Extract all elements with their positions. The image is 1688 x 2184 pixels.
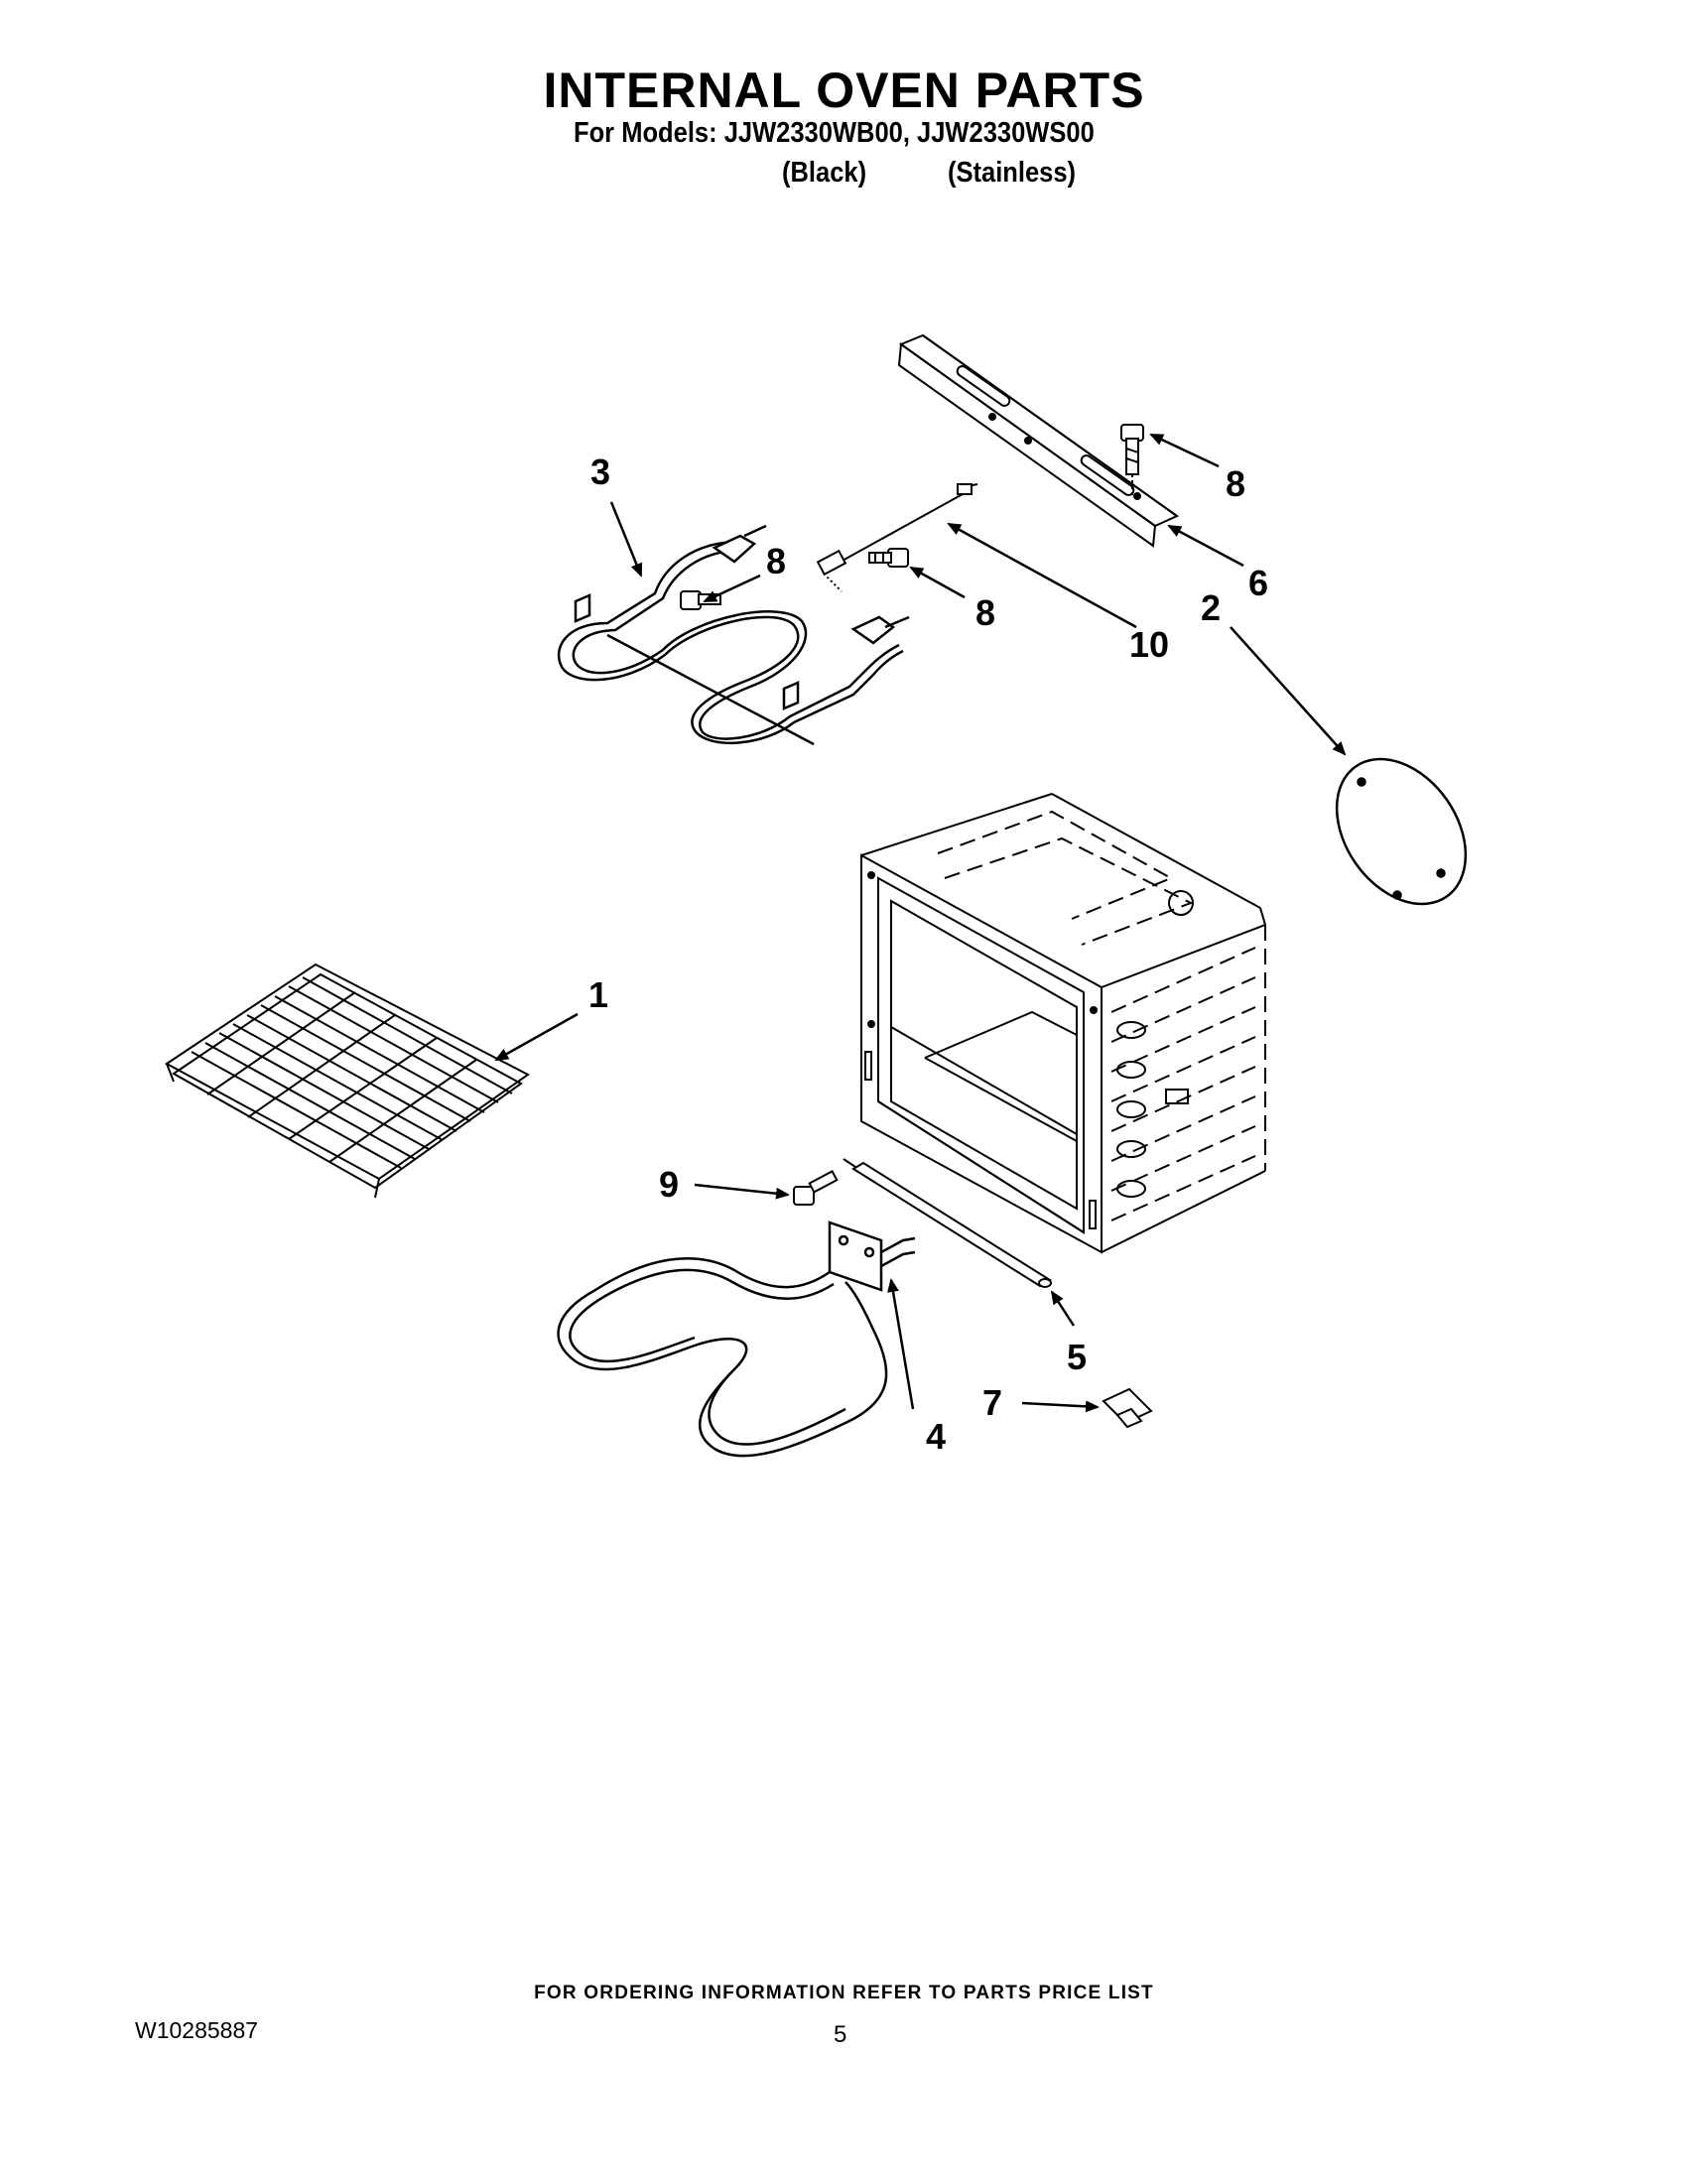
leader-3 — [609, 501, 643, 578]
tube-part — [843, 1158, 1052, 1288]
document-number: W10285887 — [135, 2017, 259, 2043]
callout-6: 6 — [1248, 563, 1268, 603]
callout-2: 2 — [1201, 587, 1221, 628]
screw-bake-part — [793, 1170, 839, 1206]
callout-3: 3 — [590, 451, 610, 492]
leader-6 — [1167, 524, 1244, 568]
leader-8b — [909, 566, 966, 599]
callout-4: 4 — [926, 1416, 946, 1457]
color-black-label: (Black) — [782, 157, 867, 189]
oven-cavity — [860, 793, 1266, 1254]
leader-7 — [1021, 1400, 1100, 1413]
clip-part — [1102, 1387, 1153, 1429]
leader-lines — [494, 433, 1347, 1413]
ordering-note: FOR ORDERING INFORMATION REFER TO PARTS … — [534, 1983, 1154, 2003]
temperature-sensor-part — [816, 483, 978, 592]
callout-1: 1 — [588, 974, 608, 1015]
leader-1 — [494, 1012, 579, 1062]
screw-broil-part — [680, 590, 721, 610]
callout-8b: 8 — [975, 592, 995, 633]
callout-9: 9 — [659, 1164, 679, 1205]
leader-5 — [1050, 1290, 1076, 1327]
leader-9 — [694, 1183, 790, 1200]
gasket-ring-part — [1335, 757, 1468, 906]
callout-10: 10 — [1129, 624, 1169, 665]
broil-element-part — [557, 524, 910, 746]
models-line: For Models: JJW2330WB00, JJW2330WS00 — [574, 117, 1095, 149]
callout-5: 5 — [1067, 1337, 1087, 1377]
page-number: 5 — [834, 2021, 847, 2048]
leader-8c — [703, 574, 761, 603]
leader-10 — [947, 522, 1137, 629]
bake-element-part — [557, 1220, 916, 1458]
top-bracket-part — [897, 333, 1179, 548]
callout-8c: 8 — [766, 541, 786, 581]
color-stainless-label: (Stainless) — [948, 157, 1077, 189]
leader-2 — [1230, 626, 1347, 756]
callout-7: 7 — [982, 1382, 1002, 1423]
screw-top-part — [1120, 424, 1144, 496]
leader-8a — [1149, 433, 1220, 468]
screw-middle-part — [868, 548, 909, 568]
callout-8a: 8 — [1226, 463, 1245, 504]
page-title: INTERNAL OVEN PARTS — [543, 63, 1145, 118]
oven-rack-part — [165, 963, 530, 1199]
leader-4 — [887, 1278, 915, 1410]
